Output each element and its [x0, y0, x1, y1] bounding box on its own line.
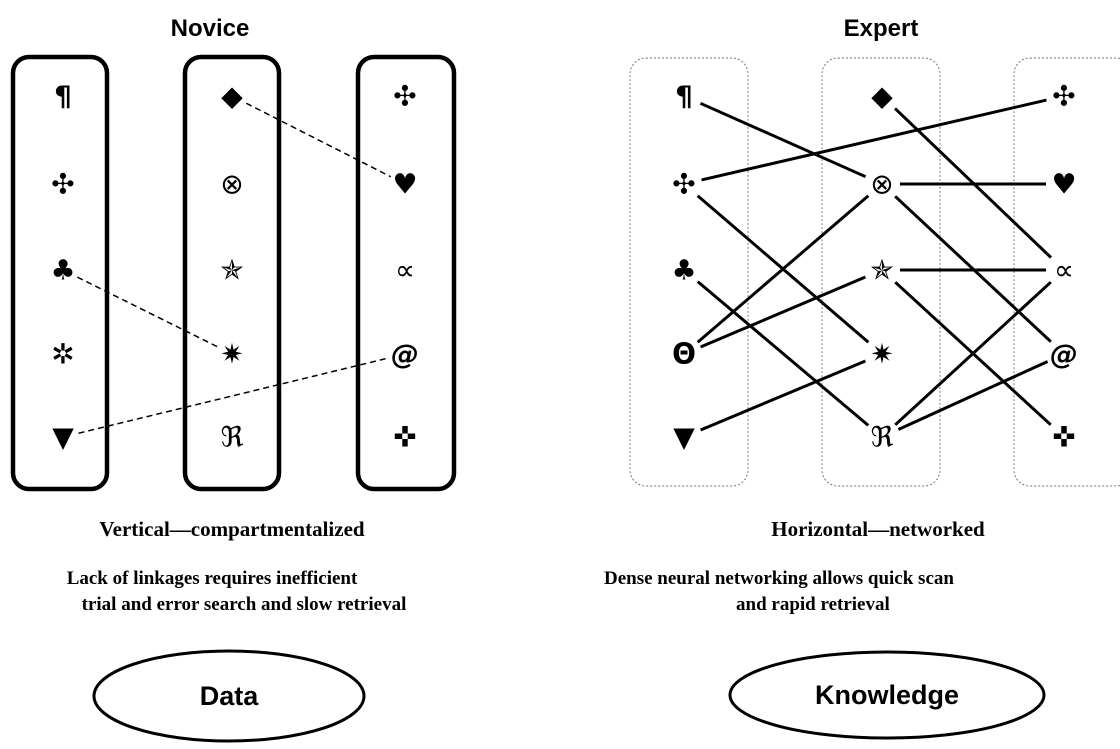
- expert-at-symbol: @: [1050, 338, 1078, 371]
- expert-link-13: [897, 360, 1049, 431]
- novice-cross-symbol: ✜: [393, 421, 416, 454]
- expert-pilcrow-symbol: ¶: [675, 80, 693, 113]
- novice-four-clubs-symbol: ✣: [393, 80, 416, 113]
- expert-four-clubs-symbol: ✣: [672, 168, 695, 201]
- expert-proportional-symbol: ∝: [1054, 254, 1074, 287]
- novice-diamond-symbol: ◆: [221, 80, 243, 113]
- expert-caption-line-2: and rapid retrieval: [736, 594, 890, 615]
- knowledge-oval-label: Knowledge: [815, 680, 959, 710]
- novice-pilcrow-symbol: ¶: [54, 80, 72, 113]
- novice-down-triangle-symbol: ▼: [52, 421, 74, 454]
- expert-link-4: [696, 280, 870, 427]
- novice-links: [76, 102, 392, 434]
- expert-symbols: ¶ ✣ ♣ Θ ▼ ◆ ⊗ ✯ ✷ ℜ ✣ ♥ ∝ @ ✜: [671, 80, 1078, 454]
- expert-link-2: [701, 98, 1047, 182]
- expert-caption-title: Horizontal—networked: [771, 517, 985, 541]
- novice-link-3: [78, 357, 390, 434]
- novice-column-2-box: [182, 54, 282, 492]
- expert-panel: Expert ¶ ✣ ♣ Θ ▼ ◆ ⊗ ✯ ✷ ℜ ✣ ♥ ∝ @ ✜ Horizontal—networ…: [604, 15, 1120, 740]
- novice-link-2: [76, 276, 219, 348]
- novice-column-3-box: [355, 54, 457, 492]
- novice-column-1-box: [10, 54, 110, 492]
- novice-circled-times-symbol: ⊗: [220, 168, 243, 201]
- data-oval: [92, 649, 366, 743]
- expert-cross-symbol: ✜: [1052, 421, 1075, 454]
- expert-column-3-box: [1013, 57, 1120, 487]
- novice-symbols: ¶ ✣ ♣ ✲ ▼ ◆ ⊗ ✯ ✷ ℜ ✣ ♥ ∝ @ ✜: [50, 80, 419, 454]
- novice-four-clubs-symbol: ✣: [51, 168, 74, 201]
- novice-fraktur-r-symbol: ℜ: [221, 421, 244, 454]
- expert-link-6: [699, 275, 867, 349]
- expert-link-1: [699, 101, 867, 179]
- expert-down-triangle-symbol: ▼: [673, 421, 695, 454]
- data-oval-label: Data: [200, 681, 260, 711]
- novice-caption-title: Vertical—compartmentalized: [99, 517, 364, 541]
- novice-caption-line-2: trial and error search and slow retrieva…: [82, 594, 407, 615]
- novice-heart-symbol: ♥: [392, 168, 417, 201]
- novice-at-symbol: @: [391, 338, 419, 371]
- novice-star-symbol: ✯: [220, 254, 243, 287]
- expert-links: [696, 98, 1053, 432]
- expert-circled-times-symbol: ⊗: [870, 168, 893, 201]
- novice-asterisk-star-symbol: ✲: [51, 338, 74, 371]
- expert-fraktur-r-symbol: ℜ: [871, 421, 894, 454]
- novice-heading: Novice: [171, 15, 250, 42]
- expert-link-12: [894, 281, 1052, 426]
- expert-club-symbol: ♣: [671, 254, 696, 287]
- expert-four-clubs-symbol: ✣: [1052, 80, 1075, 113]
- expert-heart-symbol: ♥: [1051, 168, 1076, 201]
- expert-diamond-symbol: ◆: [871, 80, 893, 113]
- expert-caption-line-1: Dense neural networking allows quick sca…: [604, 568, 954, 589]
- novice-caption-line-1: Lack of linkages requires inefficient: [67, 568, 358, 589]
- novice-proportional-symbol: ∝: [395, 254, 415, 287]
- novice-eight-point-star-symbol: ✷: [220, 338, 243, 371]
- expert-star-symbol: ✯: [870, 254, 893, 287]
- expert-link-7: [700, 359, 866, 432]
- expert-theta-symbol: Θ: [672, 338, 696, 371]
- knowledge-oval: [728, 650, 1046, 740]
- novice-club-symbol: ♣: [50, 254, 75, 287]
- expert-column-2-box: [821, 57, 941, 487]
- expert-eight-point-star-symbol: ✷: [870, 338, 893, 371]
- expert-heading: Expert: [844, 15, 919, 42]
- expert-link-5: [696, 194, 870, 344]
- expert-column-1-box: [629, 57, 749, 487]
- novice-link-1: [245, 102, 392, 178]
- novice-panel: Novice ¶ ✣ ♣ ✲ ▼ ◆ ⊗ ✯ ✷ ℜ ✣ ♥ ∝ @ ✜ Vertical—compartm…: [10, 15, 457, 743]
